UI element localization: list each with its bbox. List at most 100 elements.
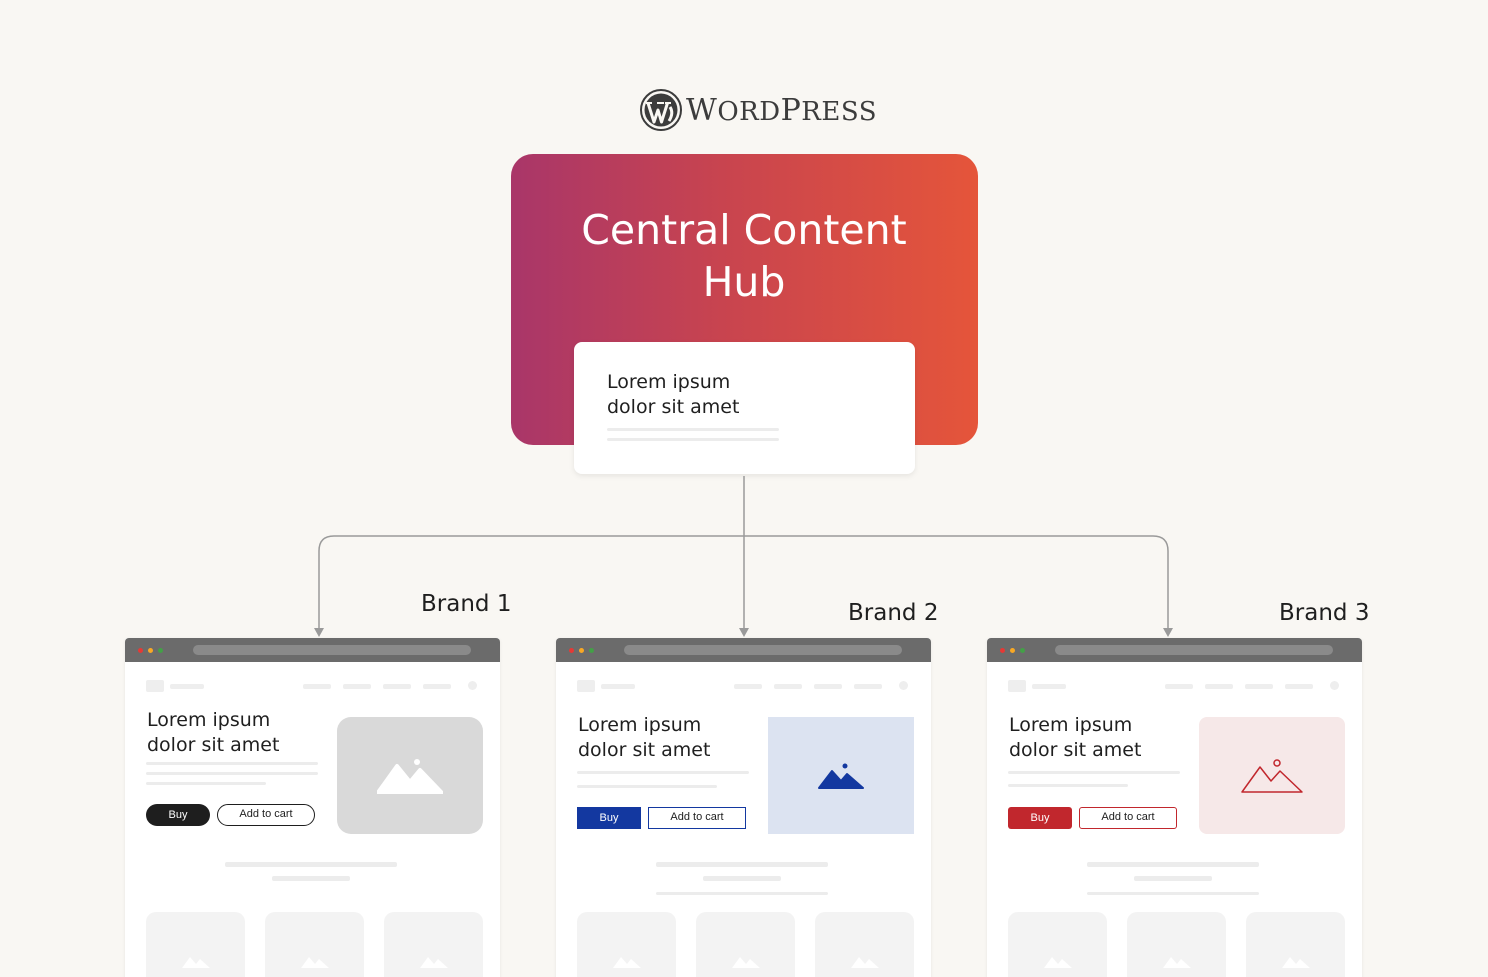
hub-card-heading: Lorem ipsum dolor sit amet xyxy=(607,370,739,420)
brand-3-browser: Lorem ipsum dolor sit amet Buy Add to ca… xyxy=(987,638,1362,977)
brand-3-label: Brand 3 xyxy=(1279,600,1370,626)
arrowhead-brand-3 xyxy=(1163,628,1173,637)
brand-2-label: Brand 2 xyxy=(848,600,939,626)
product-thumbnail xyxy=(265,912,364,977)
nav-link-placeholder xyxy=(423,684,451,689)
brand-2-heading: Lorem ipsum dolor sit amet xyxy=(578,713,710,763)
section-caption-placeholder xyxy=(1087,892,1259,895)
text-line-placeholder xyxy=(146,762,318,765)
brand-2-add-to-cart-button[interactable]: Add to cart xyxy=(648,807,746,829)
brand-3-add-to-cart-button[interactable]: Add to cart xyxy=(1079,807,1177,829)
nav-search-placeholder xyxy=(1330,681,1339,690)
nav-link-placeholder xyxy=(734,684,762,689)
image-placeholder-icon xyxy=(1241,758,1303,793)
image-placeholder-icon xyxy=(301,957,329,968)
text-line-placeholder xyxy=(146,782,266,785)
site-name-placeholder xyxy=(170,684,204,689)
image-placeholder-icon xyxy=(818,763,864,789)
brand-2-heading-line-2: dolor sit amet xyxy=(578,739,711,761)
hub-title: Central Content Hub xyxy=(0,204,1488,308)
connector-branch-right xyxy=(744,535,1169,630)
window-maximize-dot xyxy=(589,648,594,653)
text-line-placeholder xyxy=(577,771,749,774)
window-maximize-dot xyxy=(1020,648,1025,653)
window-minimize-dot xyxy=(579,648,584,653)
brand-3-buy-button[interactable]: Buy xyxy=(1008,807,1072,829)
nav-link-placeholder xyxy=(1165,684,1193,689)
brand-3-heading-line-1: Lorem ipsum xyxy=(1009,714,1133,736)
brand-1-hero-image xyxy=(337,717,483,834)
product-thumbnail xyxy=(1246,912,1345,977)
site-logo-placeholder xyxy=(146,680,164,692)
product-thumbnail xyxy=(384,912,483,977)
brand-2-buy-button[interactable]: Buy xyxy=(577,807,641,829)
brand-1-heading-line-2: dolor sit amet xyxy=(147,734,280,756)
nav-link-placeholder xyxy=(383,684,411,689)
arrowhead-brand-2 xyxy=(739,628,749,637)
image-placeholder-icon xyxy=(732,957,760,968)
site-logo-placeholder xyxy=(1008,680,1026,692)
nav-link-placeholder xyxy=(814,684,842,689)
window-minimize-dot xyxy=(1010,648,1015,653)
nav-link-placeholder xyxy=(343,684,371,689)
product-thumbnail xyxy=(815,912,914,977)
product-thumbnail xyxy=(577,912,676,977)
brand-1-heading-line-1: Lorem ipsum xyxy=(147,709,271,731)
section-subtitle-placeholder xyxy=(272,876,350,881)
image-placeholder-icon xyxy=(851,957,879,968)
nav-link-placeholder xyxy=(774,684,802,689)
address-bar xyxy=(1055,645,1333,655)
nav-search-placeholder xyxy=(899,681,908,690)
window-close-dot xyxy=(138,648,143,653)
browser-toolbar xyxy=(556,638,931,662)
brand-1-add-to-cart-button[interactable]: Add to cart xyxy=(217,804,315,826)
brand-2-heading-line-1: Lorem ipsum xyxy=(578,714,702,736)
hub-content-card: Lorem ipsum dolor sit amet xyxy=(574,342,915,474)
text-line-placeholder xyxy=(146,772,318,775)
section-title-placeholder xyxy=(1087,862,1259,867)
wordpress-logo-icon xyxy=(640,89,682,131)
image-placeholder-icon xyxy=(1163,957,1191,968)
nav-link-placeholder xyxy=(854,684,882,689)
nav-link-placeholder xyxy=(1205,684,1233,689)
text-line-placeholder xyxy=(577,785,717,788)
hub-card-line-2: dolor sit amet xyxy=(607,396,740,418)
brand-1-heading: Lorem ipsum dolor sit amet xyxy=(147,708,279,758)
window-maximize-dot xyxy=(158,648,163,653)
brand-1-buy-button[interactable]: Buy xyxy=(146,804,210,826)
text-line-placeholder xyxy=(1008,784,1128,787)
nav-link-placeholder xyxy=(1285,684,1313,689)
product-thumbnail xyxy=(1008,912,1107,977)
section-subtitle-placeholder xyxy=(703,876,781,881)
text-line-placeholder xyxy=(1008,771,1180,774)
brand-1-label: Brand 1 xyxy=(421,591,512,617)
hub-title-line-1: Central Content xyxy=(581,206,907,254)
product-thumbnail xyxy=(1127,912,1226,977)
hub-card-text-line xyxy=(607,428,779,431)
site-name-placeholder xyxy=(601,684,635,689)
image-placeholder-icon xyxy=(377,758,443,794)
image-placeholder-icon xyxy=(420,957,448,968)
section-title-placeholder xyxy=(225,862,397,867)
window-close-dot xyxy=(1000,648,1005,653)
image-placeholder-icon xyxy=(1282,957,1310,968)
browser-toolbar xyxy=(125,638,500,662)
nav-link-placeholder xyxy=(303,684,331,689)
hub-card-line-1: Lorem ipsum xyxy=(607,371,731,393)
site-logo-placeholder xyxy=(577,680,595,692)
brand-2-hero-image xyxy=(768,717,914,834)
hub-title-line-2: Hub xyxy=(702,258,786,306)
product-thumbnail xyxy=(696,912,795,977)
hub-card-text-line xyxy=(607,438,779,441)
wordpress-logo: WORDPRESS xyxy=(640,88,877,132)
window-minimize-dot xyxy=(148,648,153,653)
brand-2-browser: Lorem ipsum dolor sit amet Buy Add to ca… xyxy=(556,638,931,977)
brand-3-heading: Lorem ipsum dolor sit amet xyxy=(1009,713,1141,763)
section-caption-placeholder xyxy=(656,892,828,895)
brand-1-browser: Lorem ipsum dolor sit amet Buy Add to ca… xyxy=(125,638,500,977)
section-title-placeholder xyxy=(656,862,828,867)
image-placeholder-icon xyxy=(1044,957,1072,968)
wordpress-wordmark: WORDPRESS xyxy=(686,92,878,128)
